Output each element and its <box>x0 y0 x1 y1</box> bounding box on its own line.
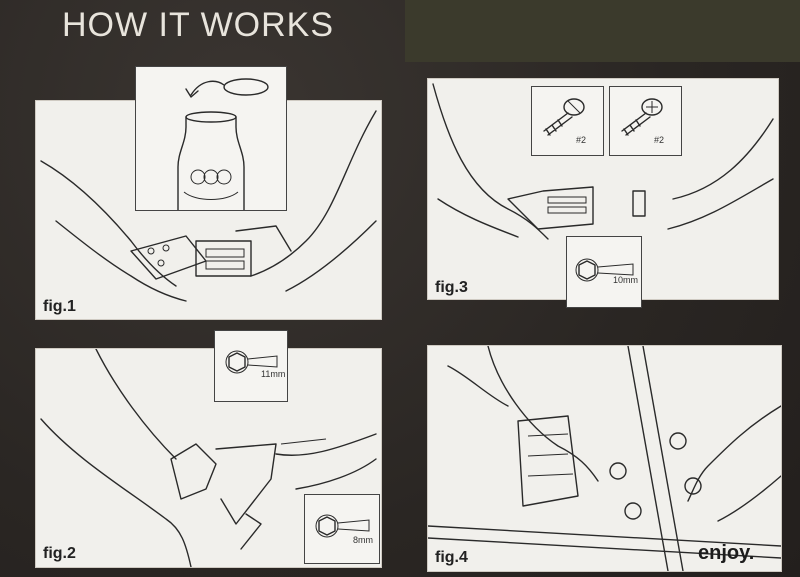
wrench-icon <box>225 350 278 374</box>
hands-truck-illustration <box>40 110 377 302</box>
screw-icon <box>543 98 585 136</box>
figure-2-wrench-inset-8mm: 8mm <box>304 494 380 564</box>
figure-3-label: fig.3 <box>435 279 468 296</box>
hands-board-illustration <box>428 346 781 571</box>
wrench-size-label: 8mm <box>353 535 373 545</box>
figure-4-panel: fig.4 enjoy. <box>427 345 782 572</box>
bottle-cap-illustration <box>177 78 269 210</box>
figure-3-screw-inset-right: #2 <box>609 86 682 156</box>
figure-2-wrench-inset-11mm: 11mm <box>214 330 288 402</box>
wrench-size-label: 10mm <box>613 275 639 285</box>
page-title: HOW IT WORKS <box>62 6 335 44</box>
hands-baseplate-illustration <box>432 83 774 240</box>
figure-3-wrench-inset-10mm: 10mm <box>566 236 642 308</box>
enjoy-text: enjoy. <box>698 542 755 564</box>
figure-1-label: fig.1 <box>43 298 76 315</box>
top-banner <box>405 0 800 62</box>
wrench-size-label: 11mm <box>261 369 286 379</box>
screw-size-label: #2 <box>654 135 665 145</box>
wrench-icon <box>315 514 370 538</box>
screw-icon <box>621 98 663 136</box>
hands-tool-illustration <box>40 349 377 567</box>
screw-size-label: #2 <box>576 135 587 145</box>
figure-4-label: fig.4 <box>435 549 468 566</box>
wrench-icon <box>575 258 634 282</box>
figure-2-label: fig.2 <box>43 545 76 562</box>
figure-3-screw-inset-left: #2 <box>531 86 604 156</box>
figure-1-bottle-inset <box>135 66 287 211</box>
